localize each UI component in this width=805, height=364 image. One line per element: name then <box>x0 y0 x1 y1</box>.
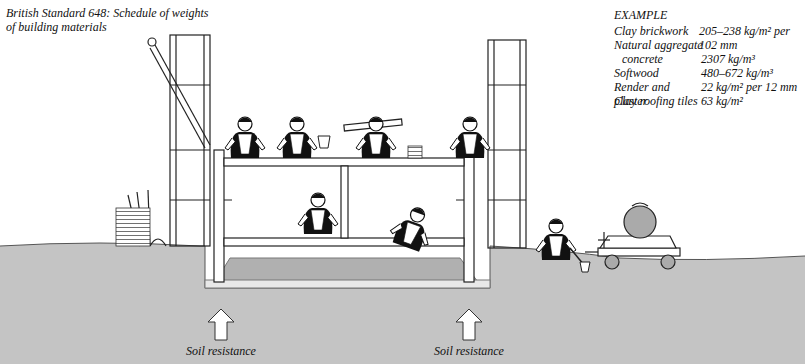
material-weight: 2307 kg/m³ <box>701 52 801 66</box>
material-weight: 480–672 kg/m³ <box>701 66 801 80</box>
example-heading: EXAMPLE <box>614 8 734 22</box>
material-weight: 205–238 kg/m² per 102 mm <box>699 24 801 52</box>
material-weight: 63 kg/m² <box>701 94 801 108</box>
material-name: Clay roofing tiles <box>614 94 704 108</box>
force-label: Soil resistance <box>186 344 256 358</box>
force-label: Soil resistance <box>434 344 504 358</box>
material-name: Softwood <box>614 66 704 80</box>
standard-heading: British Standard 648: Schedule of weight… <box>6 6 211 34</box>
material-name: Clay brickwork <box>614 24 704 38</box>
material-weight: 22 kg/m² per 12 mm <box>701 80 801 94</box>
